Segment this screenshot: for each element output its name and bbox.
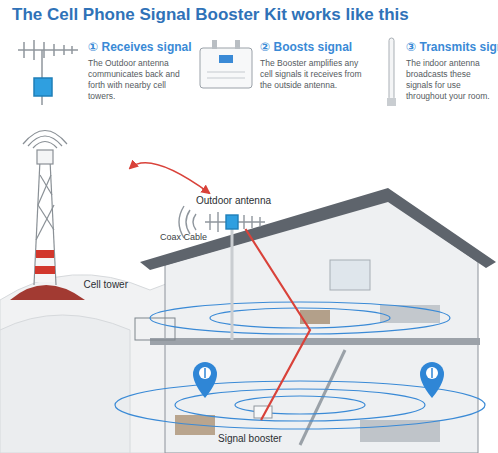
booster-unit [254, 406, 272, 418]
part-label: Cell tower [84, 279, 128, 290]
title: The Cell Phone Signal Booster Kit works … [12, 5, 409, 25]
step-description: The indoor antenna broadcasts these sign… [406, 58, 496, 102]
window [330, 260, 370, 290]
mound [10, 285, 85, 300]
illustration-node: Cell tower [25, 140, 130, 292]
step-description: The Booster amplifies any cell signals i… [260, 58, 362, 91]
coax-cable [245, 229, 310, 420]
illustration-node: Outdoor antenna [192, 193, 276, 229]
cell-tower [23, 131, 67, 286]
booster-icon [200, 40, 252, 88]
signal-arrow [130, 163, 209, 193]
indoor-antenna-pin [420, 362, 444, 398]
indoor-antenna-icon [387, 38, 396, 106]
step-heading: ③ Transmits signal [406, 40, 498, 54]
part-label: Signal booster [218, 433, 282, 444]
part-label: Coax Cable [160, 232, 207, 242]
antenna-icon [18, 40, 78, 105]
step-description: The Outdoor antenna communicates back an… [88, 58, 188, 102]
illustration-node: Signal booster [212, 420, 296, 446]
balcony [135, 318, 175, 340]
step-heading: ② Boosts signal [260, 40, 352, 54]
step-heading: ① Receives signal [88, 40, 192, 54]
floor-slab [150, 338, 480, 345]
upper-table [300, 310, 330, 324]
outdoor-antenna [179, 206, 265, 340]
tower-base [35, 250, 55, 282]
lower-sofa [360, 420, 440, 442]
indoor-antenna-pin [193, 362, 217, 398]
part-label: Outdoor antenna [196, 195, 271, 206]
house-wall [165, 200, 478, 453]
roof [140, 188, 496, 270]
hill [0, 315, 130, 453]
signal-waves [115, 302, 485, 429]
